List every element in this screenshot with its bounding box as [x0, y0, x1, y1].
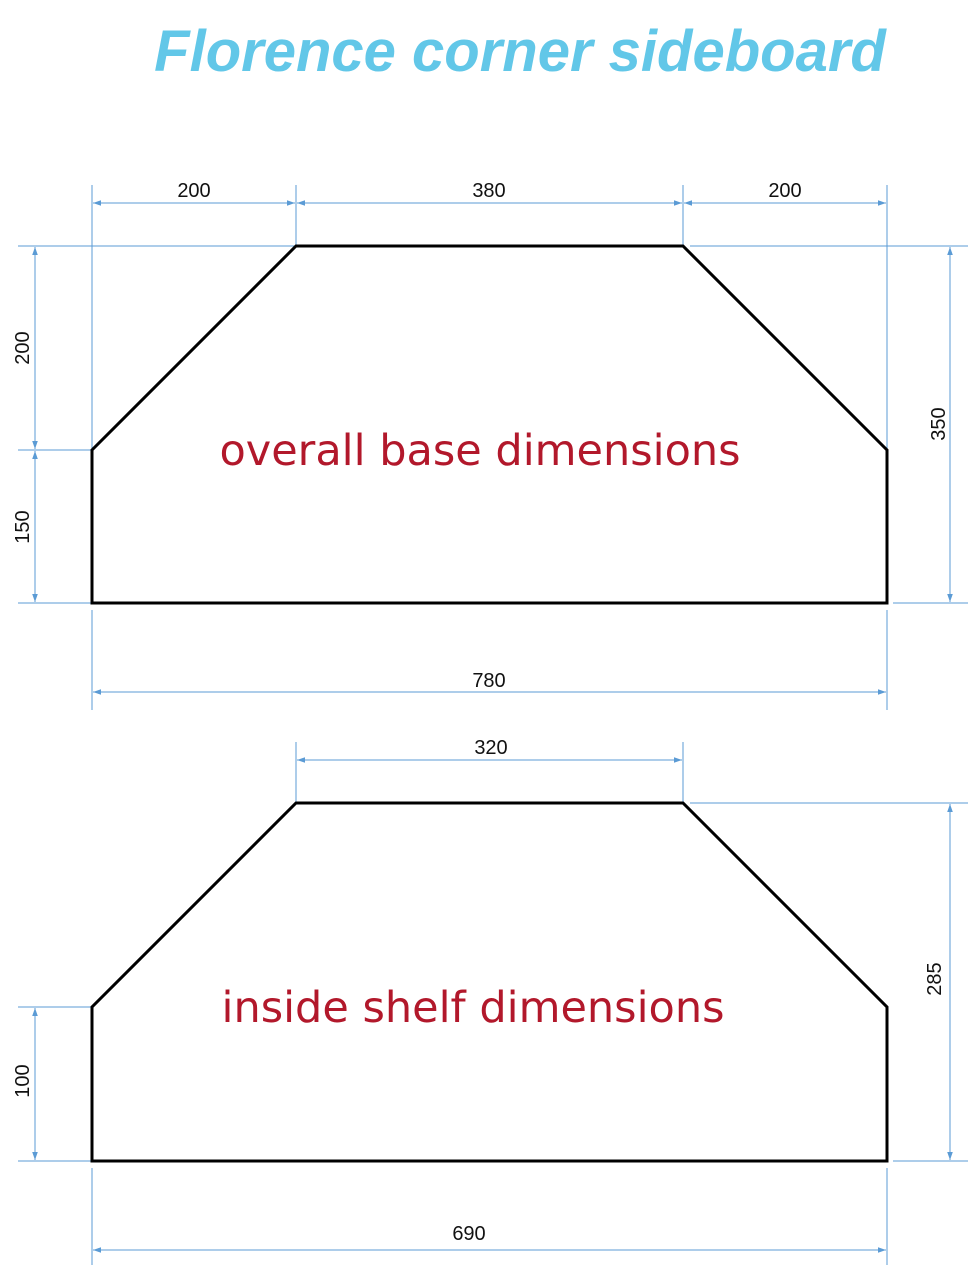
dim-bottom: 780 [472, 670, 505, 692]
dim-shelf-bottom: 690 [452, 1223, 485, 1245]
diagram-title: Florence corner sideboard [154, 19, 886, 84]
shelf-outline [90, 801, 889, 1163]
base-label: overall base dimensions [219, 426, 740, 476]
dim-left-lower: 150 [12, 510, 34, 543]
dim-top-left: 200 [177, 180, 210, 202]
dim-top-middle: 380 [472, 180, 505, 202]
dim-right: 350 [928, 407, 950, 440]
dim-top-right: 200 [768, 180, 801, 202]
dim-shelf-right: 285 [924, 962, 946, 995]
shelf-label: inside shelf dimensions [222, 983, 725, 1033]
base-figure: 200 380 200 200 150 350 780 overall base… [12, 180, 968, 710]
shelf-figure: 320 100 285 690 inside shelf dimensions [12, 737, 968, 1265]
base-outline [90, 244, 889, 605]
dim-shelf-top: 320 [474, 737, 507, 759]
dim-shelf-left: 100 [12, 1064, 34, 1097]
dim-left-upper: 200 [12, 331, 34, 364]
